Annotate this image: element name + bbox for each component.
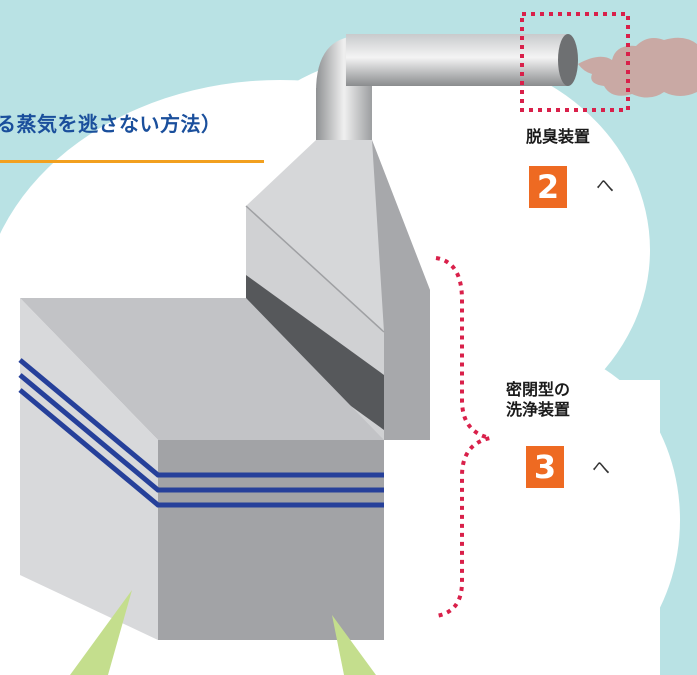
deodorizer-number-badge: 2 (529, 166, 567, 208)
washer-brace (435, 256, 491, 618)
washer-label-line2: 洗浄装置 (506, 400, 571, 419)
washer-arrow-text: へ (592, 458, 610, 479)
deodorizer-label: 脱臭装置 (526, 127, 591, 146)
page-title: る蒸気を逃さない方法） (0, 112, 222, 136)
steam-puff (578, 37, 697, 98)
deodorizer-arrow-text: へ (596, 176, 614, 197)
blue-stripes (18, 358, 384, 508)
washer-label: 密閉型の 洗浄装置 (506, 380, 570, 420)
washer-number-badge: 3 (526, 446, 564, 488)
deodorizer-highlight-box (520, 12, 630, 112)
exhaust-hood (245, 140, 430, 440)
light-beams (70, 590, 376, 675)
washer-label-line1: 密閉型の (506, 380, 571, 399)
washer-box (18, 298, 384, 640)
title-underline (0, 160, 264, 163)
